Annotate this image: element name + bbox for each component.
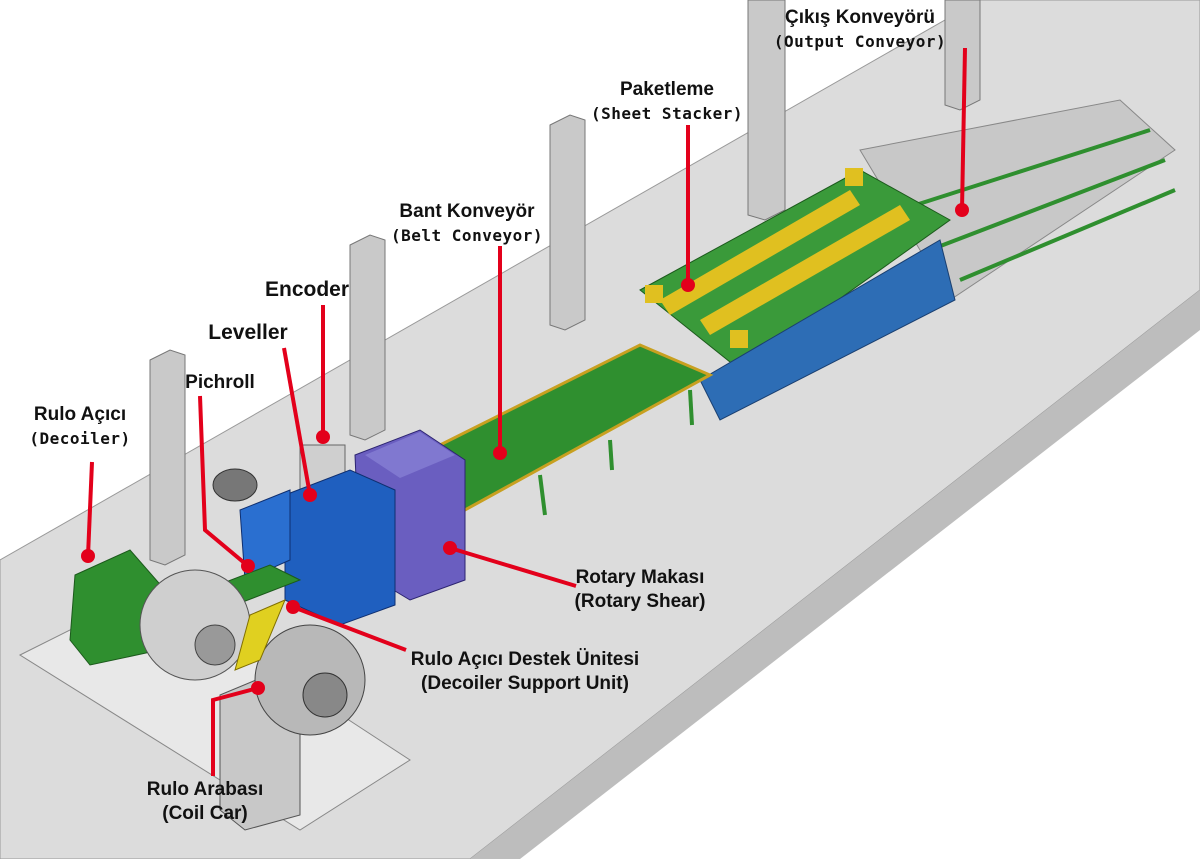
pointer-pichroll [198,395,250,568]
label-tr: Paketleme [619,79,714,100]
leveller [212,468,396,626]
label-encoder: Encoder [265,278,349,302]
pointer-decoiler [86,461,94,557]
label-decoiler-support: Rulo Açıcı Destek Ünitesi (Decoiler Supp… [411,648,639,696]
label-sheet-stacker: Paketleme (Sheet Stacker) [591,78,743,126]
label-belt-conveyor: Bant Konveyör (Belt Conveyor) [391,200,543,248]
label-tr: Leveller [208,321,288,344]
label-tr: Çıkış Konveyörü [785,7,935,28]
pointer-leveller [282,347,312,496]
label-tr: Encoder [264,278,350,301]
label-coil-car: Rulo Arabası (Coil Car) [147,778,264,826]
coil-car [219,599,366,831]
label-en: (Decoiler Support Unit) [421,673,629,694]
decoiler [69,549,251,681]
pointer-coil-car [211,686,259,776]
label-en: (Sheet Stacker) [591,104,743,123]
label-leveller: Leveller [208,321,287,345]
label-en: (Decoiler) [29,429,131,448]
label-tr: Rotary Makası [575,567,705,588]
label-en: (Output Conveyor) [773,32,947,51]
pointer-output-conveyor [960,47,967,211]
sheet-stacker [639,168,956,421]
label-rotary-shear: Rotary Makası (Rotary Shear) [575,566,706,614]
output-conveyor [899,128,1176,282]
belt-conveyor-legs [538,389,694,516]
label-en: (Coil Car) [162,803,248,824]
label-en: (Belt Conveyor) [391,226,543,245]
label-tr: Pichroll [185,372,255,393]
label-decoiler: Rulo Açıcı (Decoiler) [29,403,130,451]
label-pichroll: Pichroll [185,371,255,395]
label-tr: Rulo Açıcı Destek Ünitesi [410,649,640,670]
pointer-decoiler-support [292,605,407,652]
label-tr: Bant Konveyör [399,201,535,222]
floor-slab-side [470,290,1200,859]
label-en: (Rotary Shear) [574,591,706,612]
building-columns [149,0,981,566]
label-tr: Rulo Arabası [146,779,264,800]
label-output-conveyor: Çıkış Konveyörü (Output Conveyor) [774,6,946,54]
pointer-lines [86,47,967,776]
label-tr: Rulo Açıcı [33,404,127,425]
pointer-dots [81,203,969,695]
pointer-rotary-shear [449,546,577,588]
